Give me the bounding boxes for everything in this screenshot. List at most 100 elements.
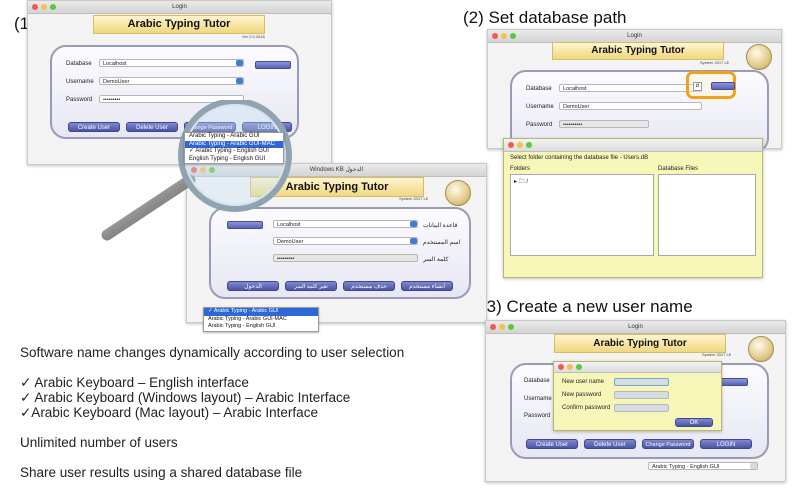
delete-user-button[interactable]: Delete User bbox=[584, 439, 636, 449]
minimize-window-button[interactable] bbox=[517, 142, 523, 148]
username-select[interactable]: DemoUser bbox=[273, 237, 418, 245]
create-user-button[interactable]: انشاء مستخدم bbox=[401, 281, 453, 291]
minimize-window-button[interactable] bbox=[567, 364, 573, 370]
chevron-down-icon bbox=[236, 60, 243, 66]
menu-item-arabic-gui[interactable]: Arabic Typing - Arabic GUI bbox=[189, 133, 260, 139]
delete-user-button[interactable]: حذف مستخدم bbox=[343, 281, 395, 291]
change-password-button[interactable]: Change Password bbox=[184, 122, 236, 132]
create-user-button[interactable]: Create User bbox=[526, 439, 578, 449]
close-window-button[interactable] bbox=[558, 364, 564, 370]
tree-item-root[interactable]: ▸ 🗀 / bbox=[514, 179, 529, 185]
db-login-window: Login Arabic Typing Tutor System 2017 LE… bbox=[487, 29, 782, 149]
create-user-button[interactable]: Create User bbox=[68, 122, 120, 132]
app-title-banner: Arabic Typing Tutor bbox=[93, 15, 265, 34]
minimize-window-button[interactable] bbox=[200, 167, 206, 173]
username-label: Username bbox=[524, 396, 552, 402]
confirm-password-label: Confirm password bbox=[562, 405, 611, 411]
zoom-window-button[interactable] bbox=[50, 4, 56, 10]
version-label: System 2017 LE bbox=[700, 60, 730, 65]
new-password-input[interactable] bbox=[614, 391, 669, 399]
zoom-window-button[interactable] bbox=[508, 324, 514, 330]
menu-item-arabic-gui-mac[interactable]: Arabic Typing - Arabic GUI-MAC bbox=[185, 140, 283, 148]
description-line-3: Share user results using a shared databa… bbox=[20, 465, 303, 480]
delete-user-button[interactable]: Delete User bbox=[126, 122, 178, 132]
zoom-window-button[interactable] bbox=[510, 33, 516, 39]
expand-arrow-icon[interactable]: ▸ bbox=[514, 179, 518, 185]
username-select[interactable]: DemoUser bbox=[559, 102, 702, 110]
change-password-button[interactable]: Change Password bbox=[642, 439, 694, 449]
change-password-button[interactable]: تغير كلمة السر bbox=[285, 281, 337, 291]
password-label: Password bbox=[526, 122, 553, 128]
close-window-button[interactable] bbox=[191, 167, 197, 173]
step-2-label: (2) Set database path bbox=[463, 8, 627, 27]
app-logo bbox=[445, 180, 471, 206]
menu-item-arabic-gui-mac[interactable]: Arabic Typing - Arabic GUI-MAC bbox=[208, 315, 287, 322]
menu-item-arabic-gui[interactable]: ✓ Arabic Typing - Arabic GUI bbox=[204, 308, 318, 316]
password-field[interactable]: ••••••••• bbox=[273, 254, 418, 262]
database-files-list[interactable] bbox=[658, 174, 756, 256]
username-label: Username bbox=[66, 79, 94, 85]
browse-database-button[interactable] bbox=[711, 82, 735, 90]
menu-item-english-gui[interactable]: Arabic Typing - English GUI bbox=[208, 323, 276, 329]
zoom-window-button[interactable] bbox=[526, 142, 532, 148]
browse-database-button[interactable] bbox=[255, 61, 291, 69]
minimize-window-button[interactable] bbox=[41, 4, 47, 10]
close-window-button[interactable] bbox=[490, 324, 496, 330]
app-logo bbox=[746, 44, 772, 70]
new-password-label: New password bbox=[562, 392, 602, 398]
gui-language-select[interactable]: Arabic Typing - English GUI bbox=[648, 462, 758, 470]
database-label: قاعدة البيانات bbox=[423, 223, 458, 229]
step-3-label: (3) Create a new user name bbox=[481, 297, 693, 316]
username-value: DemoUser bbox=[103, 79, 130, 85]
login-button[interactable]: LOGIN bbox=[242, 122, 292, 132]
database-select[interactable]: Localhost bbox=[99, 59, 244, 67]
password-label: Password bbox=[66, 97, 93, 103]
minimize-window-button[interactable] bbox=[499, 324, 505, 330]
close-window-button[interactable] bbox=[492, 33, 498, 39]
password-field[interactable]: ••••••••• bbox=[99, 95, 244, 103]
title-bar bbox=[504, 139, 762, 152]
confirm-password-input[interactable] bbox=[614, 404, 669, 412]
zoom-window-button[interactable] bbox=[209, 167, 215, 173]
username-label: اسم المستخدم bbox=[423, 240, 461, 246]
title-bar bbox=[554, 362, 721, 373]
database-select[interactable]: Localhost bbox=[559, 84, 702, 92]
chevron-down-icon bbox=[750, 463, 757, 469]
app-logo bbox=[748, 336, 774, 362]
close-window-button[interactable] bbox=[32, 4, 38, 10]
folders-header: Folders bbox=[510, 166, 531, 172]
password-label: Password bbox=[524, 413, 551, 419]
description-line-2: Unlimited number of users bbox=[20, 435, 178, 450]
zoom-window-button[interactable] bbox=[576, 364, 582, 370]
database-value: Localhost bbox=[103, 61, 127, 67]
new-user-name-label: New user name bbox=[562, 379, 605, 385]
close-window-button[interactable] bbox=[508, 142, 514, 148]
login-button[interactable]: الدخول bbox=[227, 281, 279, 291]
description-line-1: Software name changes dynamically accord… bbox=[20, 345, 405, 360]
menu-item-english-gui[interactable]: ✓ Arabic Typing - English GUI bbox=[189, 148, 269, 154]
new-user-name-input[interactable] bbox=[614, 378, 669, 386]
browse-database-button[interactable] bbox=[718, 378, 748, 386]
title-bar: Login bbox=[486, 321, 785, 334]
menu-item-english-typing[interactable]: English Typing - English GUI bbox=[189, 155, 266, 162]
password-field[interactable]: •••••••••• bbox=[559, 120, 649, 128]
magnified-gui-menu[interactable]: Arabic Typing - Arabic GUI Arabic Typing… bbox=[184, 132, 284, 164]
database-label: Database bbox=[526, 86, 552, 92]
username-select[interactable]: DemoUser bbox=[99, 77, 244, 85]
browse-database-button[interactable] bbox=[227, 221, 263, 229]
stepper-icon[interactable]: ⇵ bbox=[693, 82, 702, 91]
database-select[interactable]: Localhost bbox=[273, 220, 418, 228]
gui-language-menu[interactable]: ✓ Arabic Typing - Arabic GUI Arabic Typi… bbox=[203, 307, 319, 332]
username-value: DemoUser bbox=[563, 104, 590, 110]
window-title: Login bbox=[172, 4, 187, 10]
window-title: Windows KB الدخول bbox=[309, 167, 364, 173]
login-button[interactable]: LOGIN bbox=[700, 439, 752, 449]
feature-bullet-2: ✓ Arabic Keyboard (Windows layout) – Ara… bbox=[20, 390, 351, 405]
minimize-window-button[interactable] bbox=[501, 33, 507, 39]
app-title-banner: Arabic Typing Tutor bbox=[554, 334, 726, 353]
title-bar: Login bbox=[28, 1, 331, 14]
database-label: Database bbox=[66, 61, 92, 67]
ok-button[interactable]: OK bbox=[675, 418, 713, 427]
chevron-down-icon bbox=[410, 238, 417, 244]
folders-tree[interactable]: ▸ 🗀 / bbox=[510, 174, 654, 256]
